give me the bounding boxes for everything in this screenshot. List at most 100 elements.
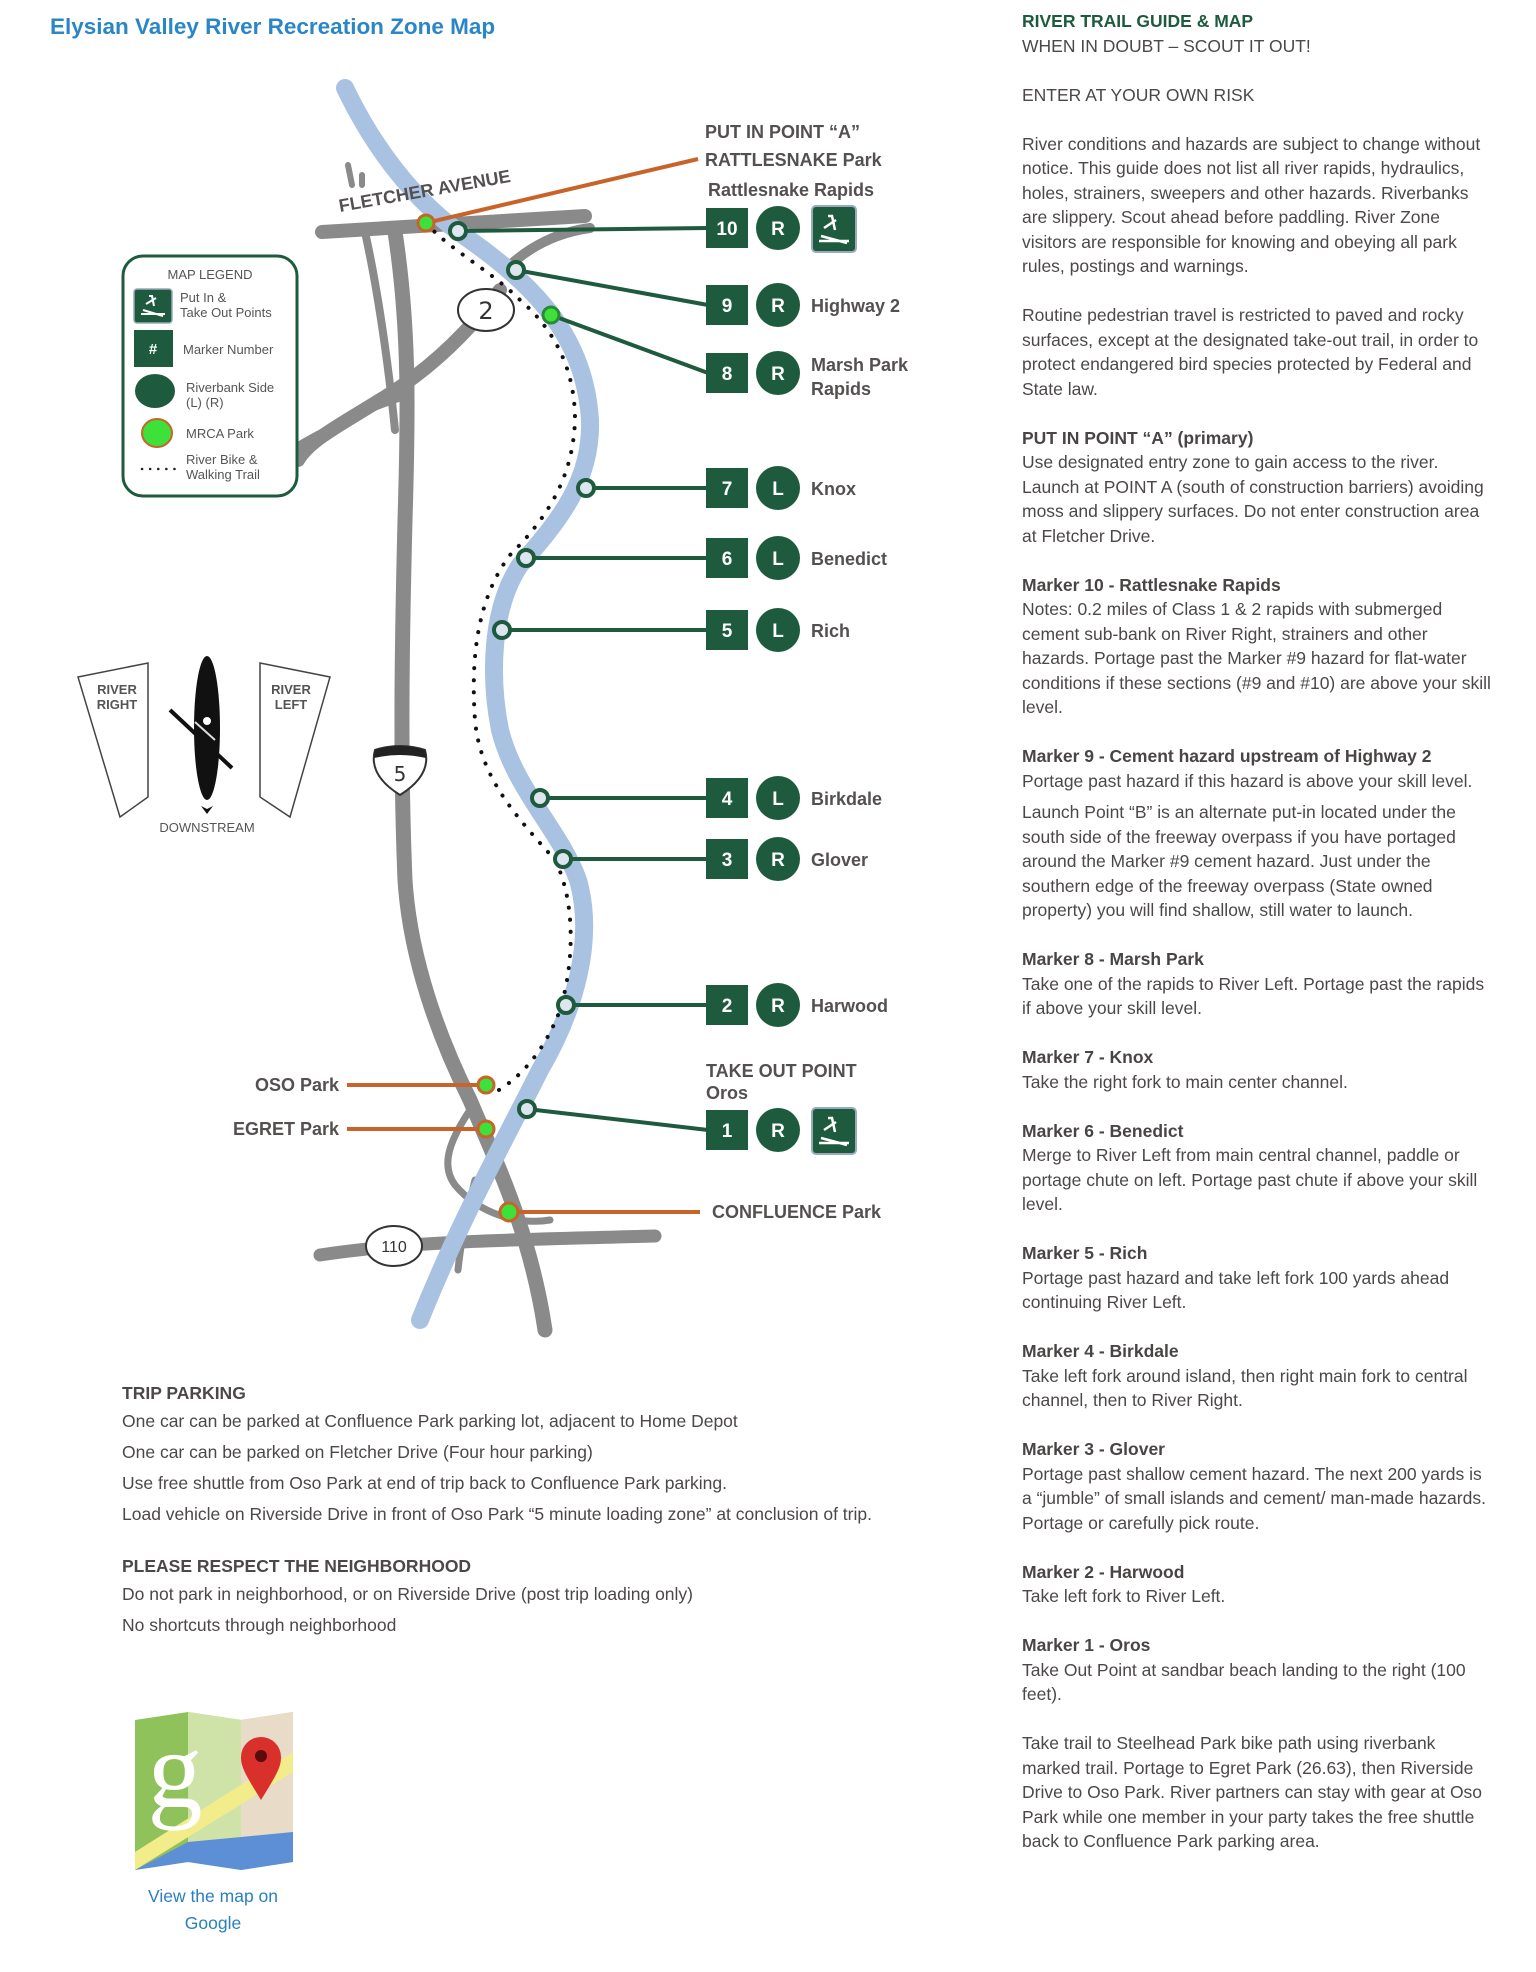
riverbank-side-icon bbox=[135, 374, 175, 408]
marker-number: 7 bbox=[722, 479, 733, 500]
marker-number: 9 bbox=[722, 296, 733, 317]
riverbank-side-letter: R bbox=[771, 219, 785, 240]
section-body: Take left fork around island, then right… bbox=[1022, 1365, 1468, 1411]
marker-number-box bbox=[706, 468, 748, 508]
marker-name: Highway 2 bbox=[811, 296, 900, 316]
riverbank-side-letter: R bbox=[771, 996, 785, 1017]
riverbank-side-circle bbox=[756, 776, 800, 820]
parks bbox=[416, 213, 561, 1223]
closing-text: Take trail to Steelhead Park bike path u… bbox=[1022, 1733, 1483, 1851]
marker-leader-line bbox=[526, 1107, 709, 1132]
hwy2-ramp-b bbox=[295, 392, 413, 448]
marker-river-point bbox=[506, 260, 526, 280]
confluence-loop bbox=[444, 1106, 554, 1225]
egret-park-label: EGRET Park bbox=[233, 1119, 340, 1139]
marker-number: 3 bbox=[722, 850, 733, 871]
legend-launch-label-2: Take Out Points bbox=[180, 305, 272, 320]
parking-line: Load vehicle on Riverside Drive in front… bbox=[122, 1504, 872, 1524]
marker-river-point bbox=[530, 788, 550, 808]
riverbank-side-letter: L bbox=[772, 479, 784, 500]
marker-river-point bbox=[492, 620, 512, 640]
marker-name: Birkdale bbox=[811, 789, 882, 809]
google-maps-icon[interactable]: g bbox=[133, 1709, 293, 1870]
marker-number-box bbox=[706, 208, 748, 248]
marker-number: 2 bbox=[722, 996, 733, 1017]
river-right-label-1: RIVER bbox=[97, 682, 137, 697]
river-left-label-2: LEFT bbox=[275, 697, 308, 712]
legend-bank-label-1: Riverbank Side bbox=[186, 380, 274, 395]
marker-name: Rich bbox=[811, 621, 850, 641]
interstate-5-shield: 5 bbox=[372, 745, 428, 797]
section-body: Take left fork to River Left. bbox=[1022, 1586, 1226, 1606]
marker-leader-line bbox=[550, 313, 709, 375]
riverbank-side-circle bbox=[756, 206, 800, 250]
marker-number-symbol: # bbox=[149, 341, 158, 358]
road-west bbox=[361, 228, 399, 434]
section-body: Portage past hazard if this hazard is ab… bbox=[1022, 770, 1473, 791]
mrca-park-icon bbox=[141, 418, 173, 448]
section-heading: Marker 6 - Benedict bbox=[1022, 1120, 1184, 1141]
marker-number-box bbox=[706, 985, 748, 1025]
highway-2-shield: 2 bbox=[457, 288, 515, 332]
marker-number: 1 bbox=[722, 1121, 733, 1142]
marker-name-line2: Rapids bbox=[811, 379, 871, 399]
highway-2-label: 2 bbox=[478, 297, 493, 325]
oros-label: Oros bbox=[706, 1083, 748, 1103]
marker-river-point bbox=[553, 849, 573, 869]
riverbank-side-circle bbox=[756, 1108, 800, 1152]
marker-number-box bbox=[706, 839, 748, 879]
riverbank-side-letter: R bbox=[771, 850, 785, 871]
launch-icon bbox=[811, 1107, 857, 1155]
map-legend: MAP LEGEND Put In & Take Out Points # Ma… bbox=[121, 254, 299, 498]
la-river bbox=[336, 79, 600, 1329]
rattlesnake-rapids-label: Rattlesnake Rapids bbox=[708, 180, 874, 200]
section-heading: Marker 1 - Oros bbox=[1022, 1635, 1151, 1655]
river-left-panel bbox=[259, 662, 331, 819]
legend-title: MAP LEGEND bbox=[167, 267, 252, 282]
section-heading: PUT IN POINT “A” (primary) bbox=[1022, 427, 1254, 448]
riverbank-side-circle bbox=[756, 837, 800, 881]
road-110 bbox=[313, 1229, 662, 1262]
riverbank-side-letter: R bbox=[771, 296, 785, 317]
legend-trail-label-1: River Bike & bbox=[186, 452, 258, 467]
intro-text: River conditions and hazards are subject… bbox=[1022, 133, 1481, 277]
riverbank-side-circle bbox=[756, 351, 800, 395]
riverbank-side-circle bbox=[756, 608, 800, 652]
section-heading: Marker 5 - Rich bbox=[1022, 1243, 1148, 1263]
parking-line: One car can be parked at Confluence Park… bbox=[122, 1411, 738, 1431]
marker-number-box bbox=[706, 1110, 748, 1150]
riverbank-side-circle bbox=[756, 536, 800, 580]
legend-launch-label-1: Put In & bbox=[180, 290, 227, 305]
rattlesnake-park-dot bbox=[416, 213, 436, 233]
marker-number: 4 bbox=[722, 789, 733, 810]
section-heading: Marker 7 - Knox bbox=[1022, 1047, 1154, 1067]
riverbank-side-circle bbox=[756, 283, 800, 327]
marker-river-point bbox=[576, 478, 596, 498]
legend-park-label: MRCA Park bbox=[186, 426, 254, 441]
legend-marker-label: Marker Number bbox=[183, 342, 274, 357]
section-body: Merge to River Left from main central ch… bbox=[1022, 1145, 1478, 1214]
orientation-diagram: RIVER RIGHT RIVER LEFT DOWNSTREAM bbox=[77, 656, 331, 835]
marker-leader-line bbox=[457, 226, 709, 233]
riverbank-side-letter: R bbox=[771, 1121, 785, 1142]
section-body: Take Out Point at sandbar beach landing … bbox=[1022, 1659, 1466, 1705]
river-left-label-1: RIVER bbox=[271, 682, 311, 697]
river-right-panel bbox=[77, 662, 149, 819]
section-body: Take the right fork to main center chann… bbox=[1022, 1071, 1348, 1092]
put-in-point-label: PUT IN POINT “A” bbox=[705, 122, 860, 142]
stub-road bbox=[345, 162, 365, 188]
riverbank-side-letter: L bbox=[772, 621, 784, 642]
interstate-5-label: 5 bbox=[394, 762, 407, 786]
